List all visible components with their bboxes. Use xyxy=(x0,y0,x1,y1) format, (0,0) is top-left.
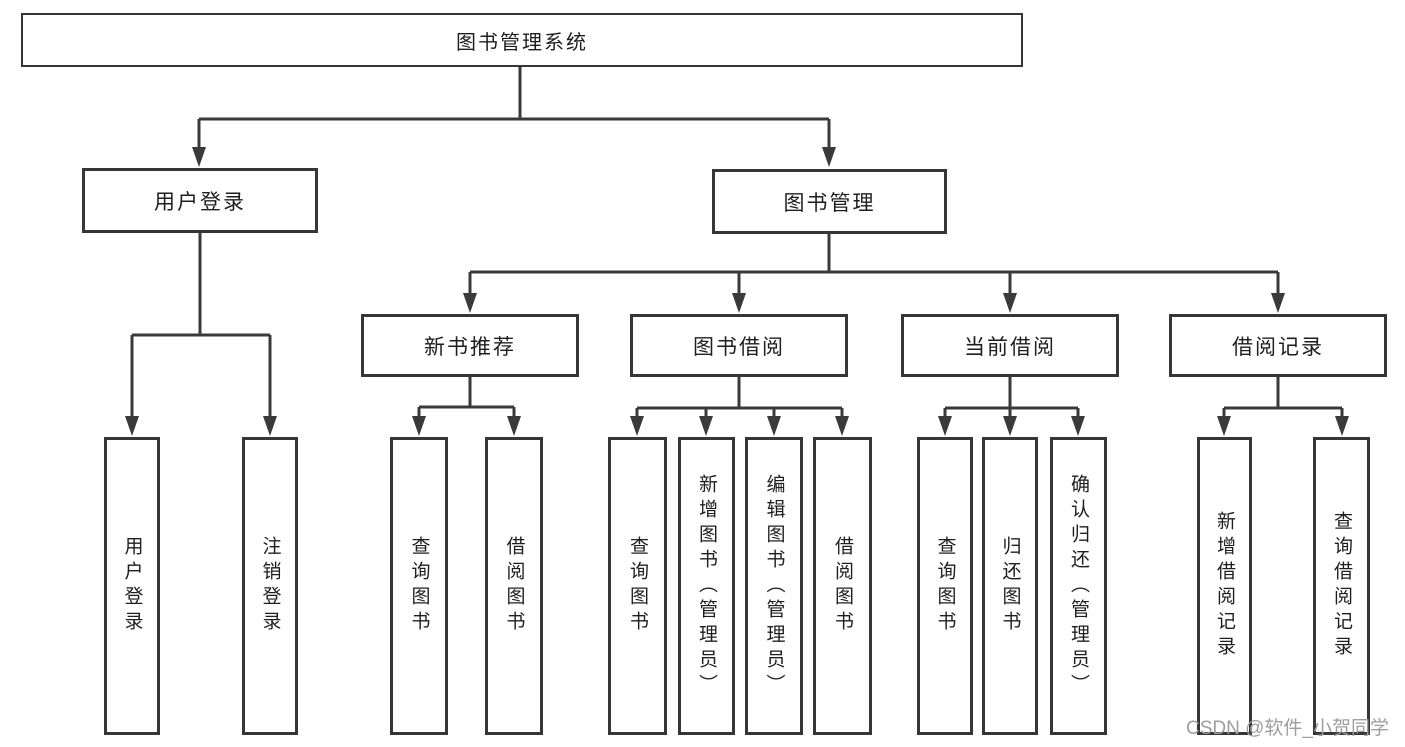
leaf-borrow-borrow-book: 借阅图书 xyxy=(813,437,872,735)
node-user-login: 用户登录 xyxy=(82,168,318,233)
node-label: 图书借阅 xyxy=(693,335,785,359)
node-label: 图书管理 xyxy=(783,191,876,215)
node-current-borrowing: 当前借阅 xyxy=(901,314,1119,377)
node-label: 查询图书 xyxy=(934,536,956,636)
node-label: 编辑图书（管理员） xyxy=(763,473,785,699)
node-label: 查询图书 xyxy=(627,536,648,636)
csdn-watermark: CSDN @软件_小贺同学 xyxy=(1186,718,1389,739)
node-label: 查询借阅记录 xyxy=(1331,511,1352,661)
leaf-newbooks-borrow-book: 借阅图书 xyxy=(485,437,543,735)
node-book-management: 图书管理 xyxy=(712,169,947,234)
leaf-current-return-book: 归还图书 xyxy=(982,437,1038,735)
node-new-book-recommend: 新书推荐 xyxy=(361,314,579,377)
node-label: 用户登录 xyxy=(121,536,143,636)
node-label: 新书推荐 xyxy=(424,335,516,359)
leaf-records-add-record: 新增借阅记录 xyxy=(1197,437,1252,735)
node-label: 借阅图书 xyxy=(832,536,853,636)
node-label: 借阅图书 xyxy=(503,536,525,636)
leaf-current-query-book: 查询图书 xyxy=(917,437,973,735)
node-book-borrowing: 图书借阅 xyxy=(630,314,848,377)
leaf-newbooks-query-book: 查询图书 xyxy=(390,437,448,735)
leaf-records-query-record: 查询借阅记录 xyxy=(1313,437,1370,735)
leaf-borrow-add-book-admin: 新增图书（管理员） xyxy=(678,437,735,735)
node-label: 当前借阅 xyxy=(964,335,1056,359)
leaf-borrow-query-book: 查询图书 xyxy=(608,437,667,735)
leaf-user-login: 用户登录 xyxy=(104,437,160,735)
leaf-logout: 注销登录 xyxy=(242,437,298,735)
node-label: 图书管理系统 xyxy=(456,31,588,54)
node-library-management-system: 图书管理系统 xyxy=(21,13,1023,67)
node-label: 新增图书（管理员） xyxy=(696,473,717,699)
leaf-current-confirm-return-admin: 确认归还（管理员） xyxy=(1050,437,1107,735)
node-label: 查询图书 xyxy=(408,536,430,636)
node-borrowing-records: 借阅记录 xyxy=(1169,314,1387,377)
node-label: 注销登录 xyxy=(259,536,281,636)
node-label: 确认归还（管理员） xyxy=(1068,473,1089,699)
node-label: 新增借阅记录 xyxy=(1214,511,1235,661)
node-label: 借阅记录 xyxy=(1232,335,1324,359)
node-label: 归还图书 xyxy=(999,536,1021,636)
node-label: 用户登录 xyxy=(154,190,246,214)
leaf-borrow-edit-book-admin: 编辑图书（管理员） xyxy=(745,437,803,735)
